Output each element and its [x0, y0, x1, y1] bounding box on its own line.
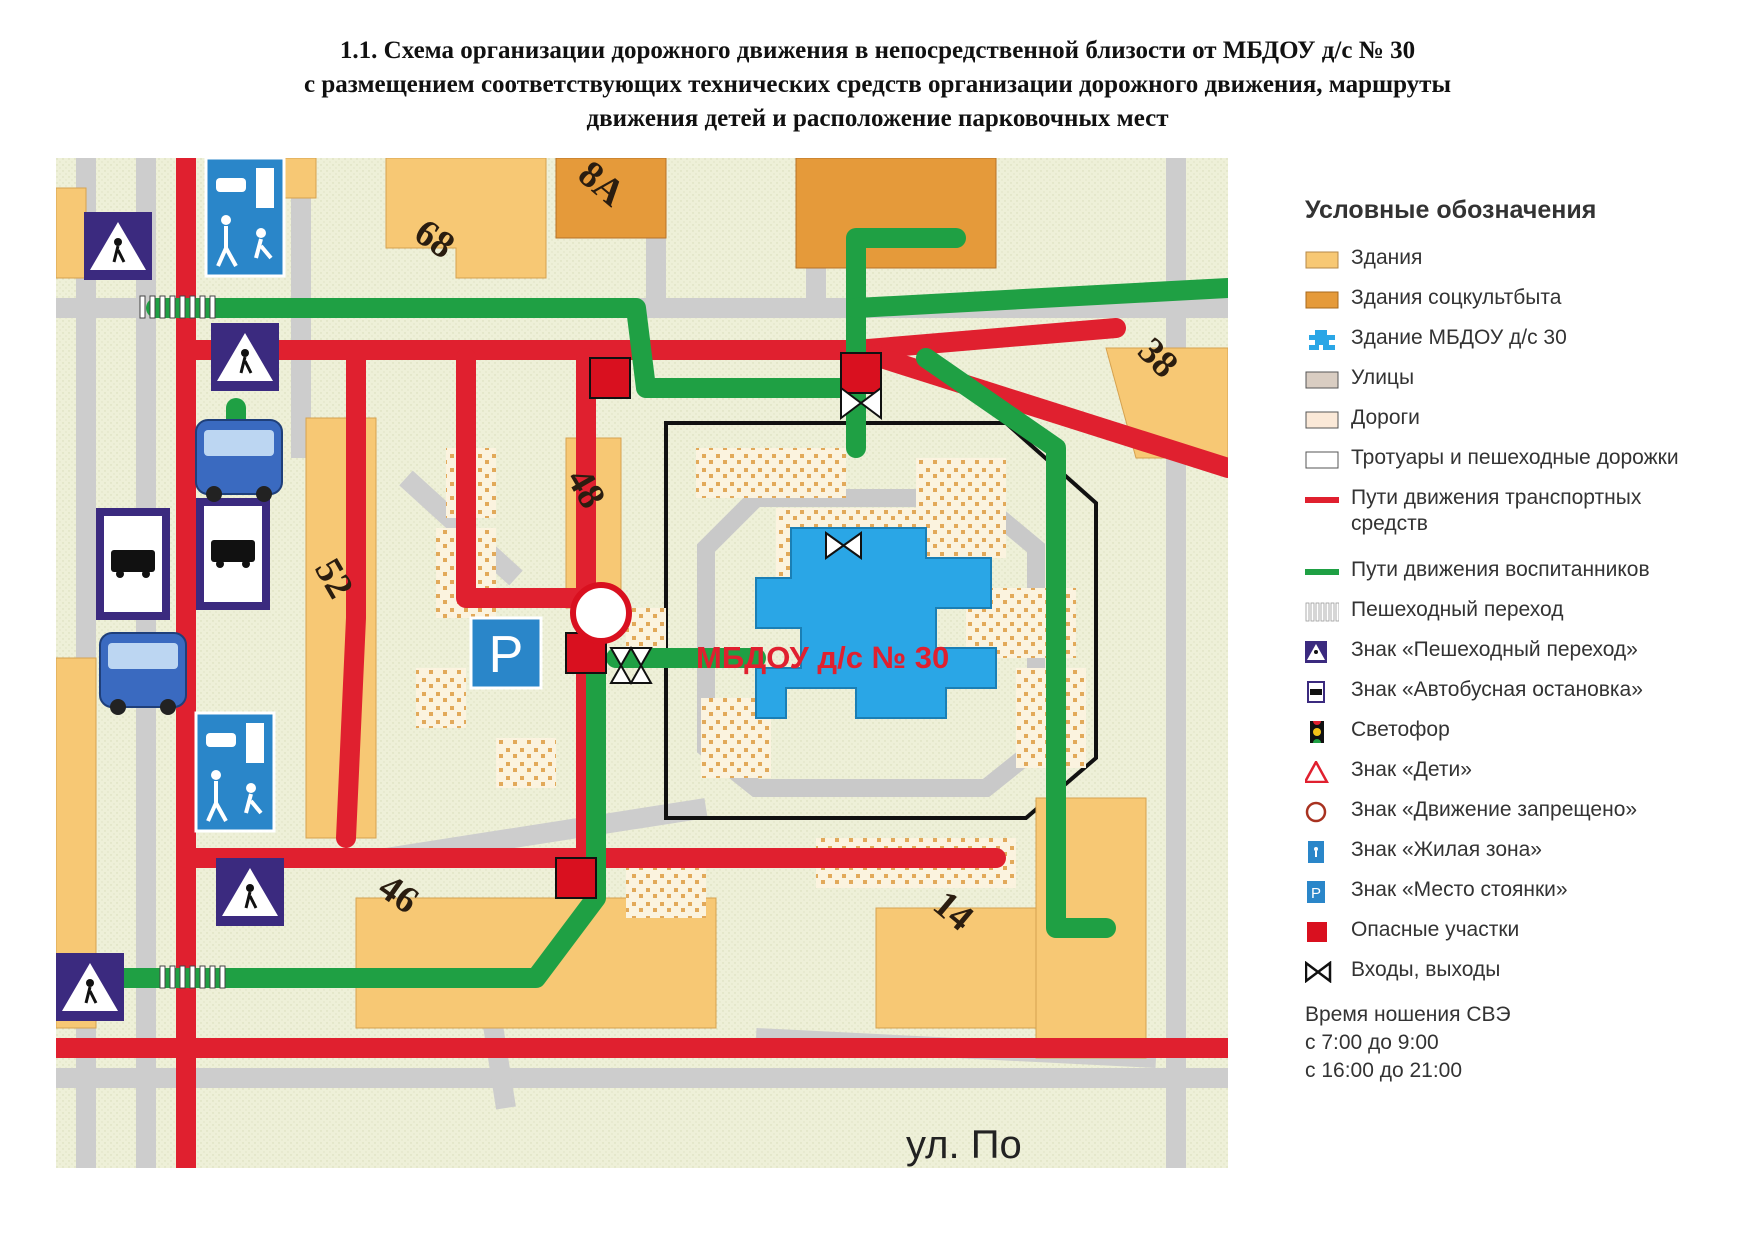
kindergarten-building	[755, 527, 997, 719]
legend-label: Опасные участки	[1351, 918, 1520, 941]
legend-item-children: Пути движения воспитанников	[1305, 555, 1735, 595]
kindergarten-icon	[1309, 330, 1335, 350]
sidewalks-swatch	[1305, 451, 1339, 469]
street-name: ул. По	[906, 1123, 1022, 1167]
parking-sign: P	[469, 616, 543, 690]
legend-item-kindergarten: Здание МБДОУ д/с 30	[1305, 323, 1735, 363]
note-line-2: с 7:00 до 9:00	[1305, 1031, 1439, 1054]
legend-item-entrances: Входы, выходы	[1305, 955, 1735, 995]
legend-label: Дороги	[1351, 406, 1420, 429]
legend-label: Входы, выходы	[1351, 958, 1501, 981]
pedestrian-crossing-sign-3	[216, 858, 284, 926]
living-zone-sign-icon	[1308, 841, 1324, 863]
social-buildings-swatch	[1305, 291, 1339, 309]
kindergarten-label: МБДОУ д/с № 30	[696, 640, 949, 675]
no-entry-sign-icon	[1305, 801, 1327, 823]
legend-label: Знак «Движение запрещено»	[1351, 798, 1638, 821]
legend-label: Пути движения воспитанников	[1351, 558, 1650, 581]
legend-item-sign-no-entry: Знак «Движение запрещено»	[1305, 795, 1735, 835]
streets-swatch	[1305, 371, 1339, 389]
legend-label: Улицы	[1351, 366, 1415, 389]
pedestrian-crossing-sign-icon	[1305, 641, 1327, 663]
legend-label: Здание МБДОУ д/с 30	[1351, 326, 1567, 349]
legend-item-social: Здания соцкультбыта	[1305, 283, 1735, 323]
pedestrian-crossing-bottom	[159, 965, 226, 989]
legend-label: Пешеходный переход	[1351, 598, 1564, 621]
legend-item-streets: Улицы	[1305, 363, 1735, 403]
danger-zones	[555, 352, 882, 899]
living-zone-sign-1	[204, 158, 286, 278]
legend-label: Тротуары и пешеходные дорожки	[1351, 446, 1679, 469]
pedestrian-crossing-sign-1	[84, 212, 152, 280]
pedestrian-crossing-sign-2	[211, 323, 279, 391]
legend-label: Знак «Дети»	[1351, 758, 1472, 781]
legend-title: Условные обозначения	[1305, 196, 1597, 224]
pedestrian-crossing-sign-4	[56, 953, 124, 1021]
svg-text:P: P	[1311, 885, 1321, 902]
living-zone-sign-2	[194, 711, 276, 833]
danger-zone-swatch	[1307, 922, 1327, 942]
title-line-1: 1.1. Схема организации дорожного движени…	[339, 37, 1416, 64]
page-title: 1.1. Схема организации дорожного движени…	[0, 34, 1755, 136]
bus-stop-sign-icon	[1307, 681, 1325, 703]
legend: Условные обозначения Здания Здания соцку…	[1305, 196, 1735, 1085]
legend-label: Светофор	[1351, 718, 1450, 741]
legend-label: Знак «Пешеходный переход»	[1351, 638, 1638, 661]
legend-item-buildings: Здания	[1305, 243, 1735, 283]
legend-item-danger: Опасные участки	[1305, 915, 1735, 955]
pedestrian-crossing-top	[139, 295, 216, 319]
legend-item-sign-bus: Знак «Автобусная остановка»	[1305, 675, 1735, 715]
crossing-stripes	[1305, 602, 1339, 622]
traffic-scheme-map: P	[56, 158, 1228, 1168]
vehicle-route-line	[1305, 497, 1339, 503]
legend-item-traffic-light: Светофор	[1305, 715, 1735, 755]
legend-item-roads: Дороги	[1305, 403, 1735, 443]
legend-label: Знак «Автобусная остановка»	[1351, 678, 1643, 701]
roads-swatch	[1305, 411, 1339, 429]
bus-stop-sign-1	[96, 508, 170, 620]
legend-item-crossing: Пешеходный переход	[1305, 595, 1735, 635]
note-line-1: Время ношения СВЭ	[1305, 1003, 1511, 1026]
parking-sign-icon: P	[1307, 881, 1325, 903]
legend-label: Знак «Место стоянки»	[1351, 878, 1568, 901]
legend-item-sign-children: Знак «Дети»	[1305, 755, 1735, 795]
children-sign-icon	[1305, 761, 1329, 783]
entrance-symbols	[609, 386, 882, 686]
title-line-3: движения детей и расположение парковочны…	[586, 105, 1169, 132]
traffic-light-icon	[1310, 721, 1324, 743]
entrance-icon	[1305, 961, 1332, 983]
bus-2	[99, 632, 187, 715]
bus-1	[195, 419, 283, 502]
children-route-line	[1305, 569, 1339, 575]
legend-item-sidewalks: Тротуары и пешеходные дорожки	[1305, 443, 1735, 483]
legend-label: Здания	[1351, 246, 1423, 269]
note-line-3: с 16:00 до 21:00	[1305, 1059, 1463, 1082]
bus-stop-sign-2	[196, 498, 270, 610]
legend-label: Здания соцкультбыта	[1351, 286, 1562, 309]
buildings-swatch	[1305, 251, 1339, 269]
legend-item-sign-crossing: Знак «Пешеходный переход»	[1305, 635, 1735, 675]
legend-label: Знак «Жилая зона»	[1351, 838, 1542, 861]
legend-item-sign-parking: P Знак «Место стоянки»	[1305, 875, 1735, 915]
svg-text:P: P	[489, 626, 524, 684]
social-buildings	[555, 158, 997, 269]
title-line-2: с размещением соответствующих технически…	[304, 71, 1451, 98]
legend-item-sign-living: Знак «Жилая зона»	[1305, 835, 1735, 875]
no-entry-sign	[570, 582, 632, 644]
vest-time-note: Время ношения СВЭ с 7:00 до 9:00 с 16:00…	[1305, 1001, 1735, 1085]
